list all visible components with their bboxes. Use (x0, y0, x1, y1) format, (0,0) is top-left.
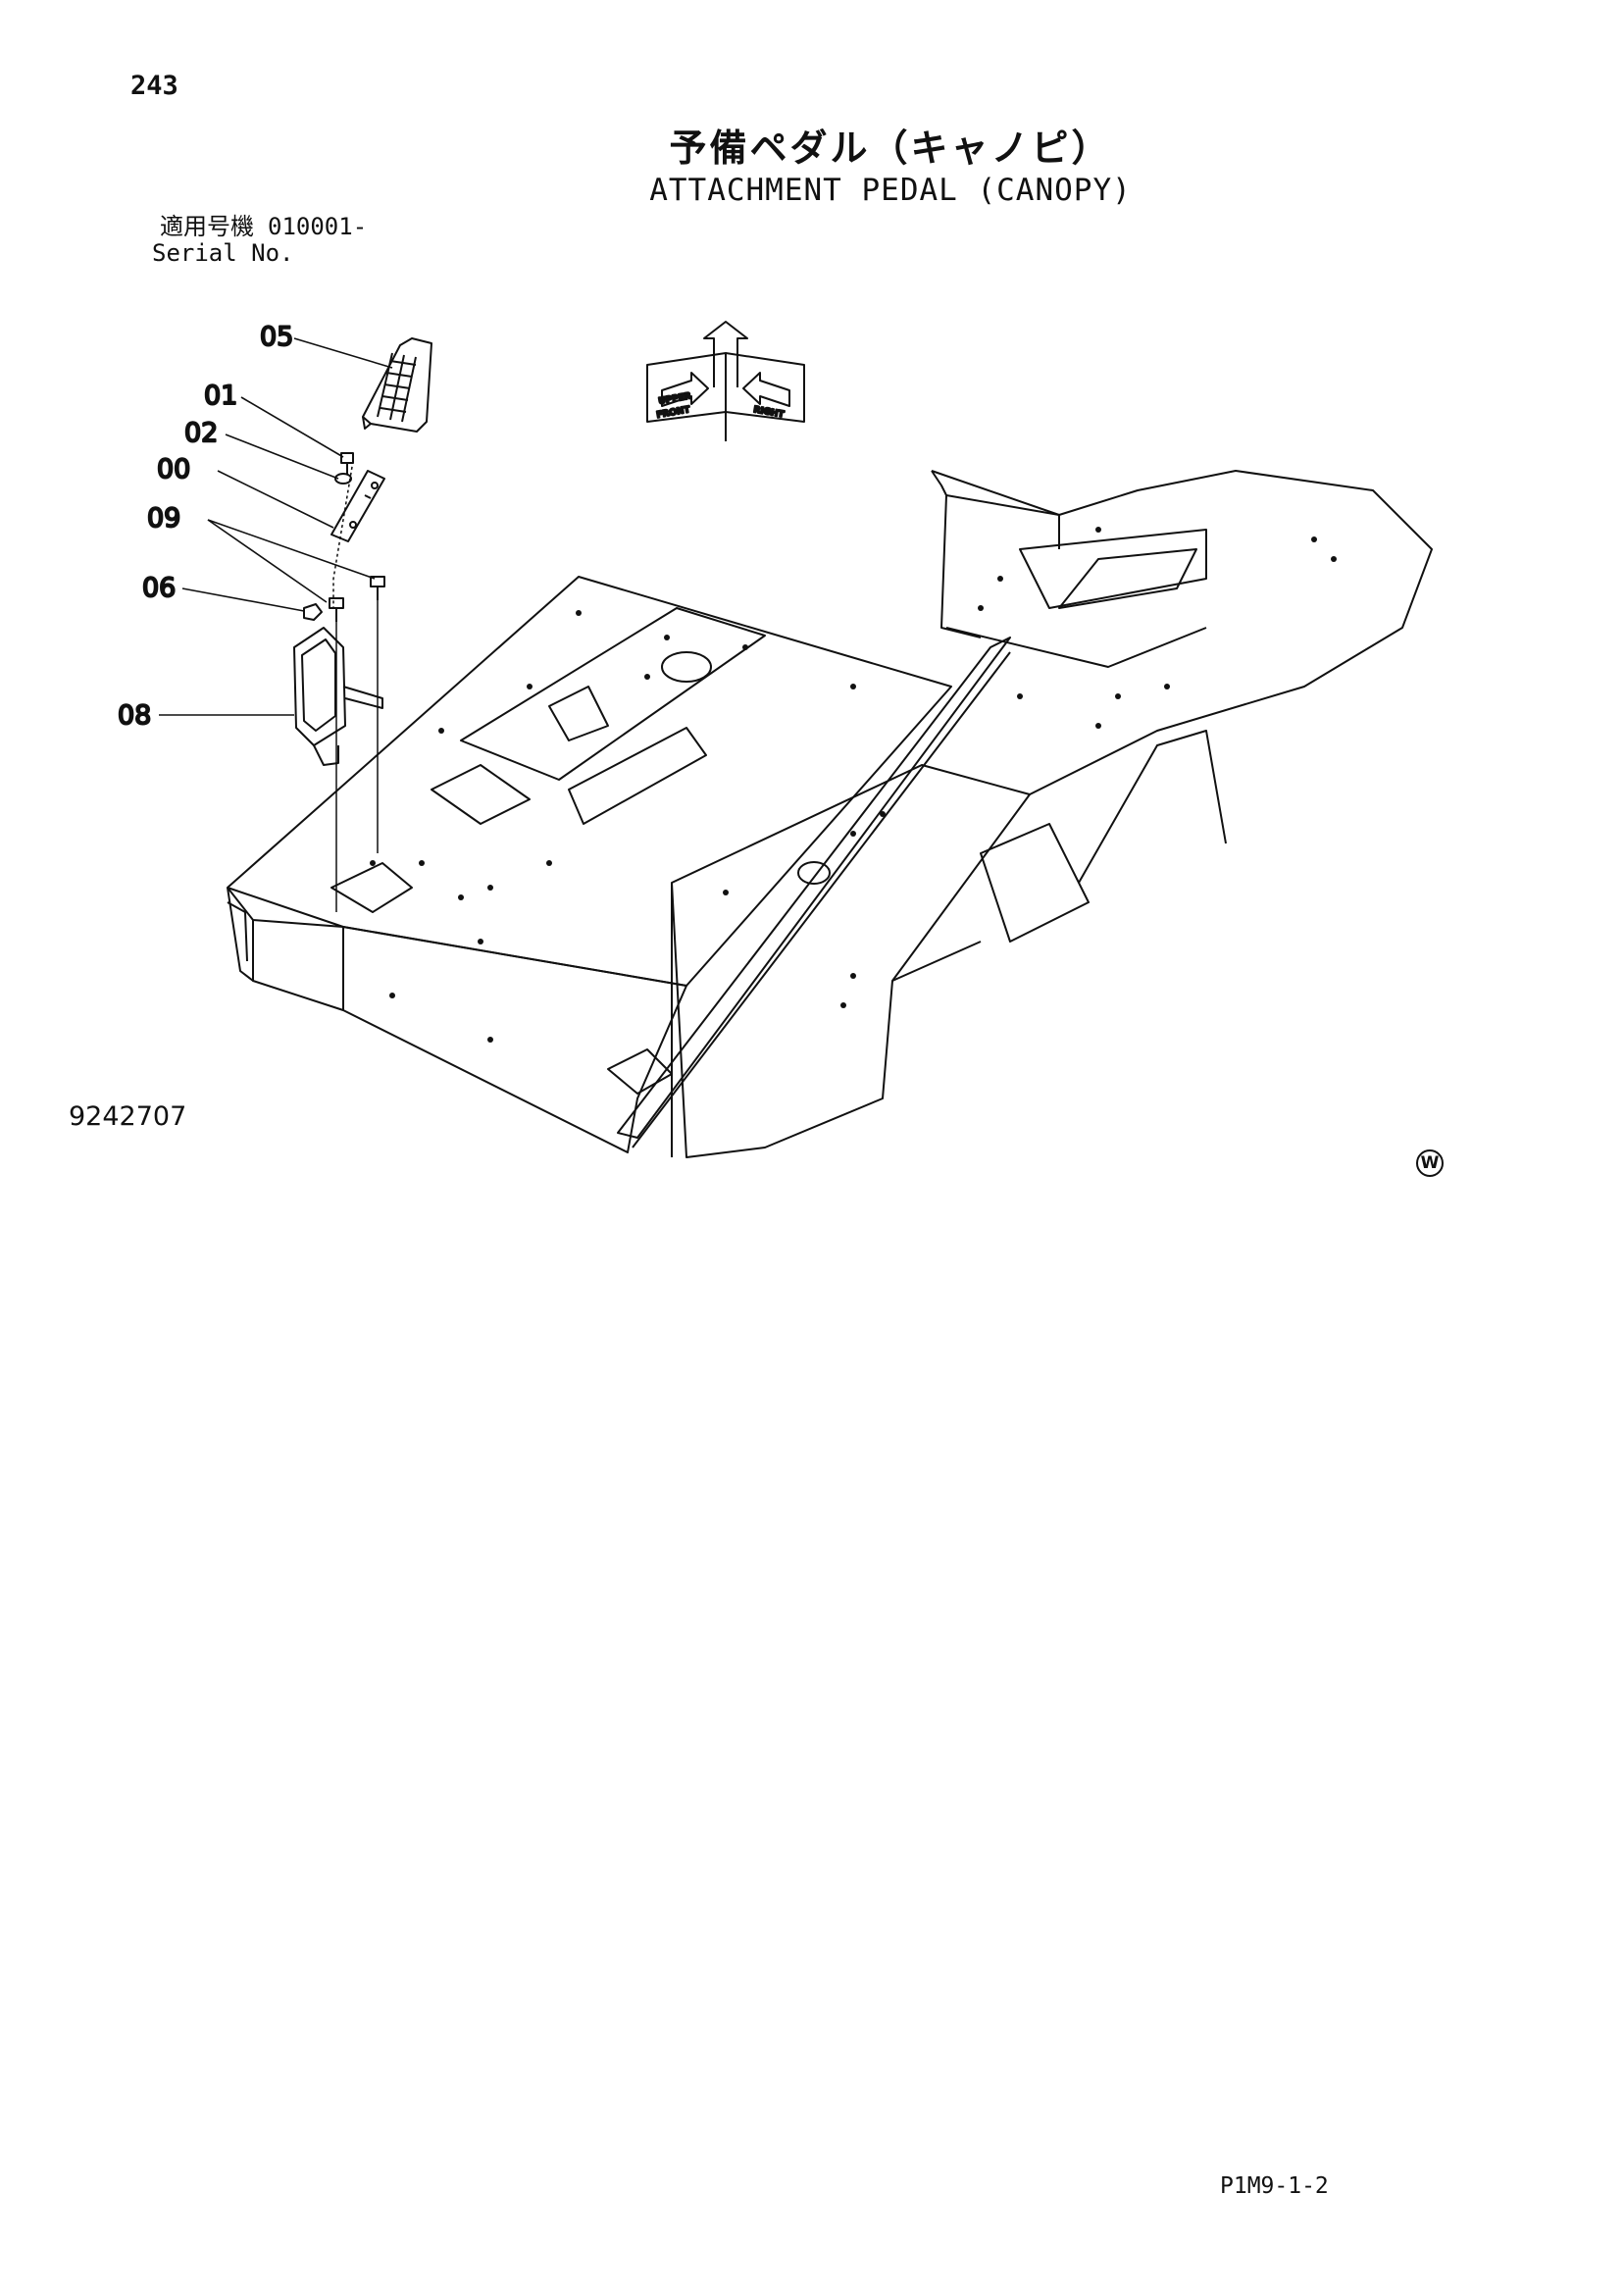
direction-indicator (646, 321, 805, 441)
callout-leaders (159, 337, 393, 716)
serial-line-jp: 適用号機 010001- (152, 214, 367, 240)
callout-08: 08 (118, 700, 151, 731)
callout-09: 09 (147, 503, 180, 534)
pedal-assembly (293, 337, 432, 912)
floor-frame (227, 470, 1433, 1158)
mounting-holes (370, 527, 1337, 1043)
callout-06: 06 (142, 573, 176, 603)
serial-value: 010001- (268, 213, 368, 240)
w-mark-icon: W (1416, 1149, 1444, 1177)
page-code: P1M9-1-2 (1220, 2173, 1329, 2199)
page-number: 243 (130, 71, 178, 101)
title-english: ATTACHMENT PEDAL (CANOPY) (649, 173, 1132, 208)
callout-00: 00 (157, 454, 190, 485)
callout-02: 02 (184, 418, 218, 448)
serial-label-jp: 適用号機 (160, 213, 254, 240)
drawing-number: 9242707 (69, 1101, 187, 1132)
parts-diagram: UPPER FRONT RIGHT 05 01 02 00 09 06 08 (117, 321, 1433, 1158)
title-japanese: 予備ペダル（キャノピ） (669, 127, 1112, 170)
serial-label-en: Serial No. (152, 239, 294, 267)
callout-05: 05 (260, 322, 293, 352)
callout-01: 01 (204, 381, 237, 411)
serial-block: 適用号機 010001- Serial No. (152, 214, 367, 267)
